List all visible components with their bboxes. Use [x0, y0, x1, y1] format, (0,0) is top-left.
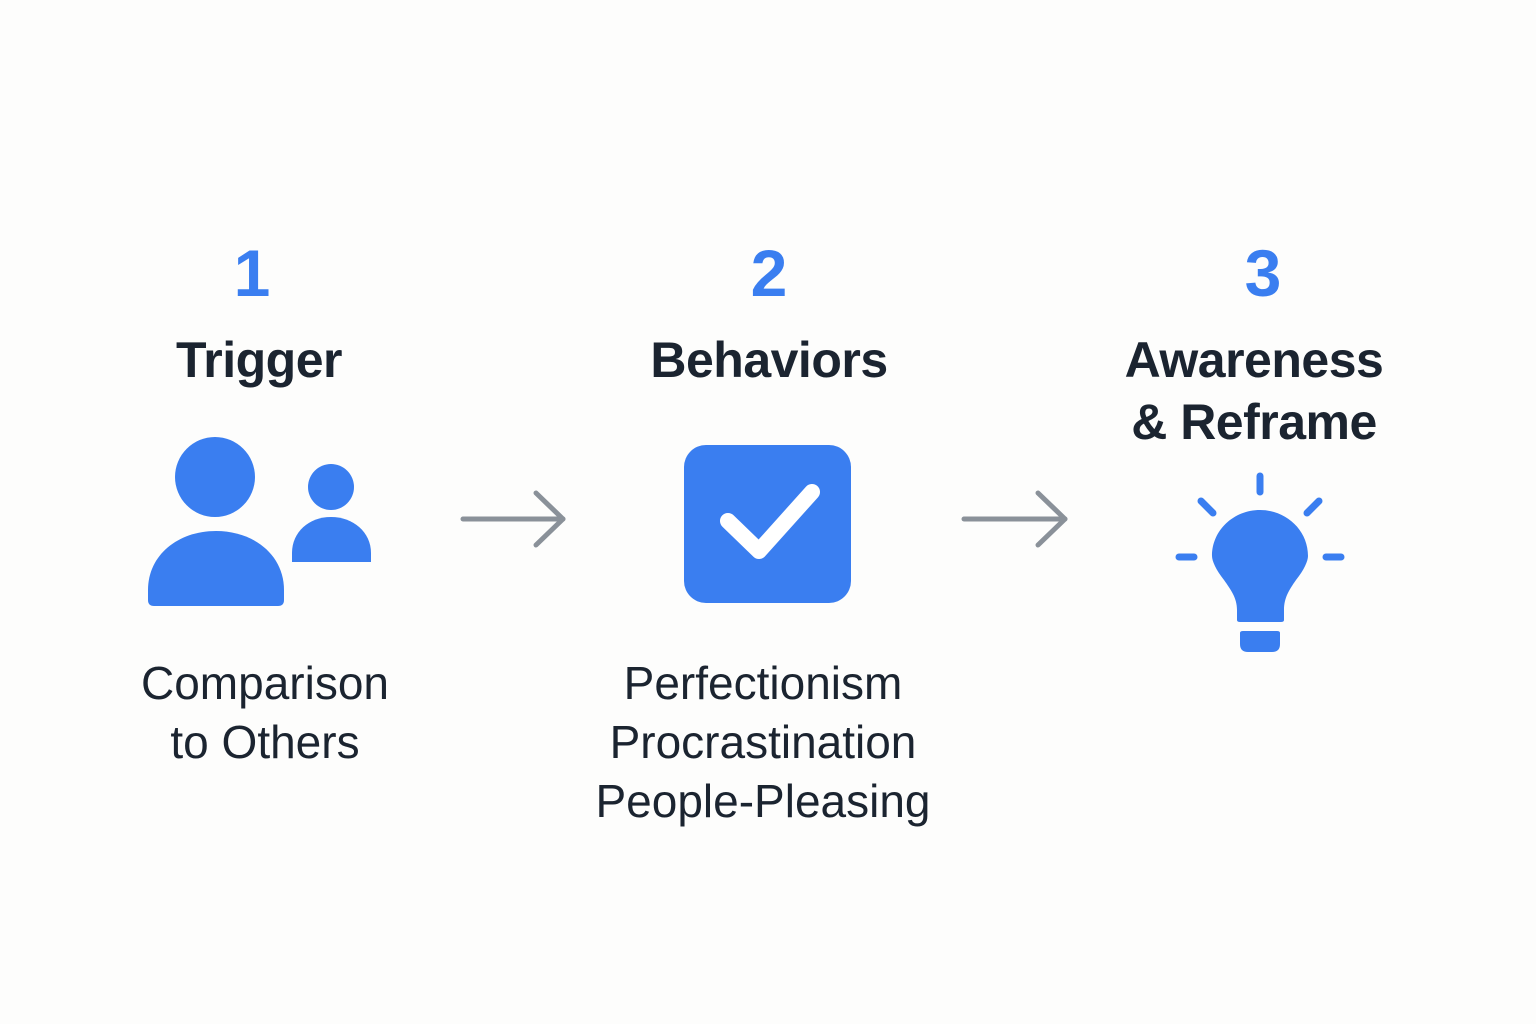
step-3-title: Awareness & Reframe: [1054, 329, 1454, 453]
lightbulb-icon: [1175, 472, 1345, 652]
description-line: to Others: [170, 716, 360, 768]
description-line: Perfectionism: [623, 657, 903, 709]
step-1-number: 1: [233, 236, 271, 310]
step-2-description: Perfectionism Procrastination People-Ple…: [513, 654, 1013, 831]
people-icon: [148, 437, 371, 606]
title-line: & Reframe: [1131, 394, 1377, 450]
step-2-title: Behaviors: [650, 332, 888, 388]
step-1-title: Trigger: [176, 332, 342, 388]
description-line: Comparison: [141, 657, 389, 709]
step-2-number: 2: [750, 236, 788, 310]
description-line: People-Pleasing: [595, 775, 931, 827]
arrow-right-icon: [961, 490, 1068, 548]
arrow-right-icon: [460, 490, 566, 548]
step-3-number: 3: [1244, 236, 1282, 310]
description-line: Procrastination: [609, 716, 917, 768]
step-1-description: Comparison to Others: [65, 654, 465, 772]
title-line: Awareness: [1124, 332, 1384, 388]
checkbox-icon: [684, 445, 851, 603]
